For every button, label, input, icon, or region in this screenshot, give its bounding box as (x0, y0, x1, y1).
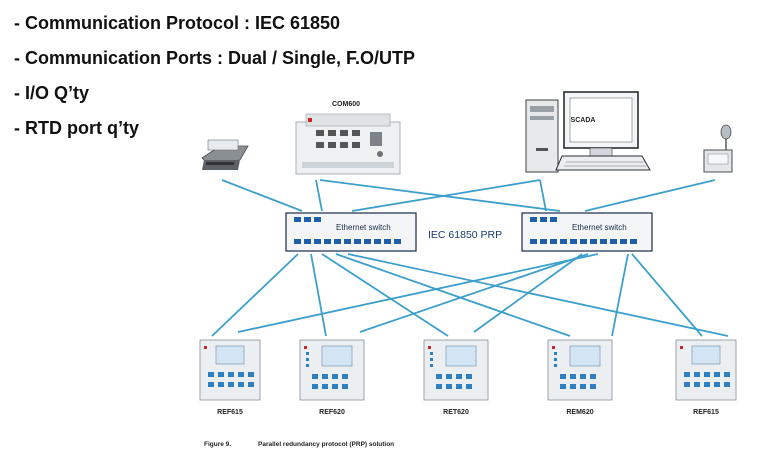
relay-1-label: REF615 (217, 409, 243, 416)
gateway-icon (295, 113, 401, 175)
ethernet-switch-2: Ethernet switch (521, 212, 653, 252)
link-sw2-relay3 (473, 253, 583, 333)
bullet-ports: - Communication Ports : Dual / Single, F… (14, 48, 416, 68)
relay-3: RET620 (423, 339, 489, 416)
relay-4-label: REM620 (566, 409, 593, 416)
relay-2-label: REF620 (319, 409, 345, 416)
bullet-list: - Communication Protocol : IEC 61850 - C… (14, 6, 415, 146)
relay-4: REM620 (547, 339, 613, 416)
link-sw1-relay1 (211, 253, 299, 337)
link-sw2-relay2 (359, 253, 589, 333)
com600-label: COM600 (332, 101, 360, 108)
workstation-icon (525, 91, 651, 173)
link-gps-switch2 (584, 179, 716, 212)
link-scada-switch2 (539, 179, 547, 212)
relay-5-label: REF615 (693, 409, 719, 416)
gps-clock-icon (703, 124, 733, 173)
ethernet-switch-1: Ethernet switch (285, 212, 417, 252)
network-links (211, 179, 729, 337)
switch-2-label: Ethernet switch (572, 223, 627, 232)
link-printer-switch1 (221, 179, 303, 212)
link-sw1-relay4 (335, 253, 571, 337)
link-sw1-relay5 (347, 253, 729, 337)
bullet-protocol: - Communication Protocol : IEC 61850 (14, 13, 341, 33)
gateway-com600: COM600 (295, 101, 401, 175)
relay-2: REF620 (299, 339, 365, 416)
relay-3-label: RET620 (443, 409, 469, 416)
printer-icon (201, 139, 249, 170)
bullet-rtd-qty: - RTD port q’ty (14, 118, 139, 138)
link-sw2-relay1 (237, 253, 599, 333)
prp-network-label: IEC 61850 PRP (428, 229, 502, 241)
figure-caption-text: Parallel redundancy protocol (PRP) solut… (258, 441, 394, 448)
link-com600-switch2 (319, 179, 561, 212)
link-com600-switch1 (315, 179, 323, 212)
link-scada-switch1 (351, 179, 541, 212)
workstation-scada: SCADA (525, 91, 651, 173)
bullet-io-qty: - I/O Q’ty (14, 83, 90, 103)
figure-caption-number: Figure 9. (204, 441, 231, 448)
link-sw2-relay5 (631, 253, 703, 337)
scada-label: SCADA (571, 117, 596, 124)
link-sw2-relay4 (611, 253, 629, 337)
relay-1: REF615 (199, 339, 261, 416)
link-sw1-relay3 (321, 253, 449, 337)
link-sw1-relay2 (310, 253, 327, 337)
relay-5: REF615 (675, 339, 737, 416)
switch-1-label: Ethernet switch (336, 223, 391, 232)
